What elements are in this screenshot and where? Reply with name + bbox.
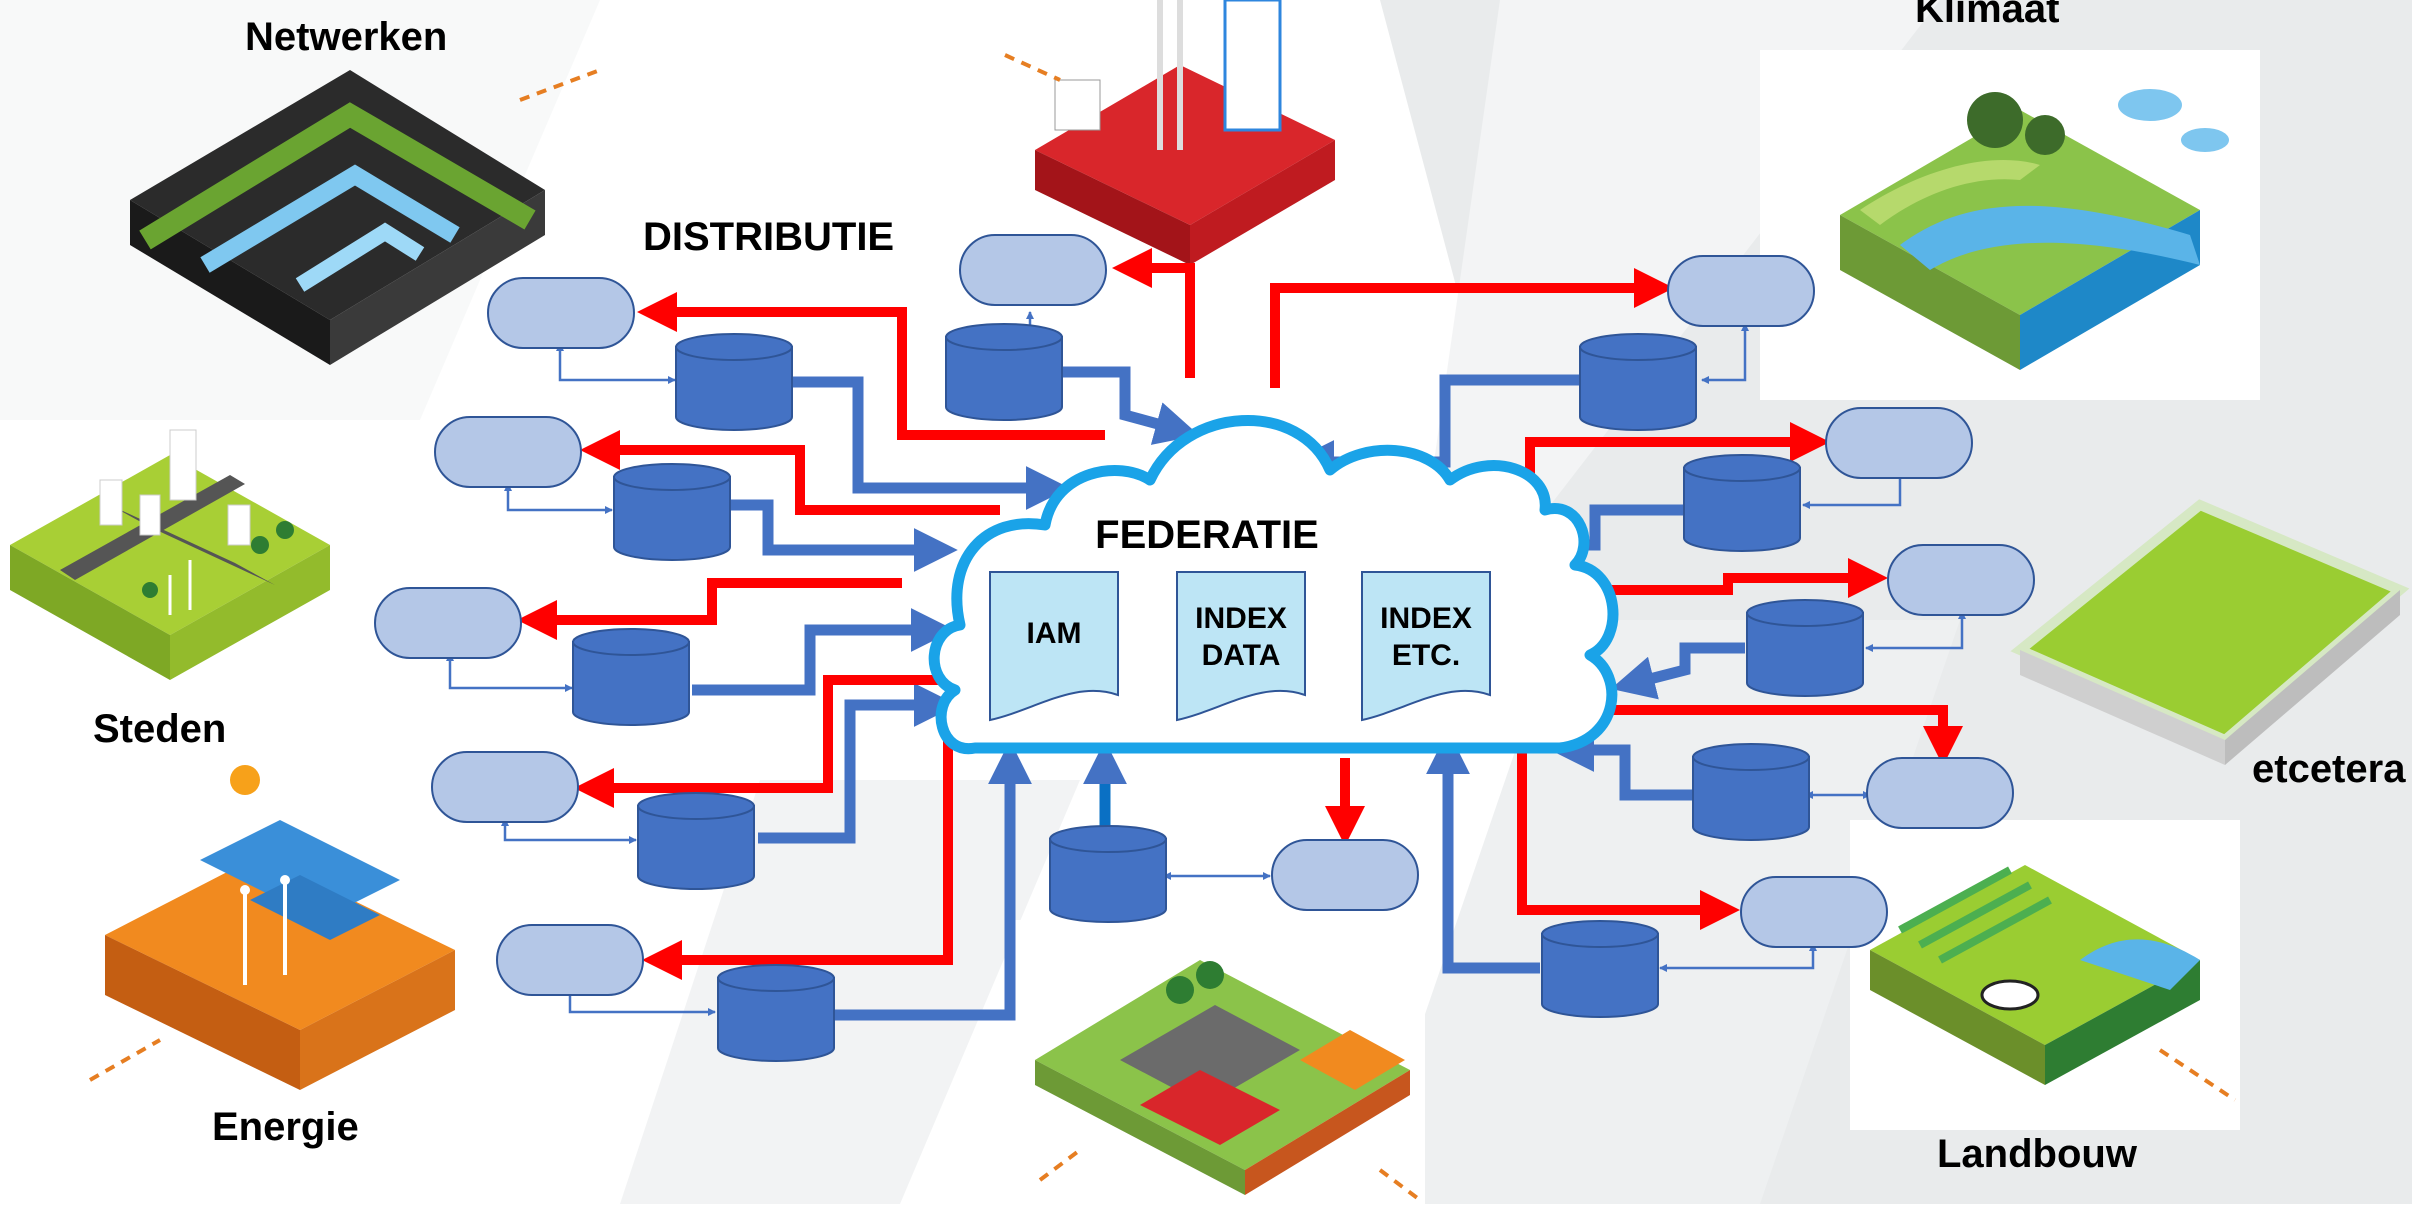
database-cylinder [1049, 825, 1167, 923]
node [1271, 839, 1419, 911]
node [496, 924, 644, 996]
network-tile-icon [130, 68, 601, 365]
document-index-etc-line2: ETC. [1392, 639, 1460, 672]
label-energie: Energie [212, 1105, 359, 1149]
node [1825, 407, 1973, 479]
document-index-data: INDEX DATA [1176, 571, 1306, 722]
flow-in-11 [1426, 730, 1540, 974]
node [1667, 255, 1815, 327]
solar-energy-tile-icon [89, 765, 455, 1090]
database-cylinder [1541, 920, 1659, 1018]
flow-in-3 [692, 608, 955, 696]
flow-in-1 [790, 376, 1070, 510]
document-iam-line1: IAM [1027, 617, 1082, 650]
flow-in-4 [758, 683, 958, 844]
agriculture-tile-icon [1870, 865, 2237, 1102]
node [434, 416, 582, 488]
flow-in-6 [1062, 366, 1200, 445]
dist-out-1 [637, 292, 1105, 440]
dist-out-2 [580, 430, 1000, 515]
label-steden: Steden [93, 707, 226, 751]
database-cylinder [613, 463, 731, 561]
node [1887, 544, 2035, 616]
green-slab-icon [2010, 499, 2410, 765]
label-landbouw: Landbouw [1937, 1132, 2138, 1176]
flow-in-9 [1610, 642, 1745, 700]
flow-in-2 [728, 499, 958, 572]
dist-out-6 [1112, 248, 1195, 378]
city-tile-icon [10, 429, 330, 680]
flow-in-10 [1550, 728, 1693, 801]
database-cylinder [637, 792, 755, 890]
dist-out-7 [1270, 268, 1674, 388]
database-cylinder [572, 628, 690, 726]
dist-out-3 [517, 578, 902, 640]
document-iam: IAM [989, 571, 1119, 722]
telecom-tile-icon [1004, 0, 1335, 265]
node [374, 587, 522, 659]
nodes [374, 234, 2035, 996]
databases [572, 323, 1864, 1062]
document-index-data-line2: DATA [1202, 639, 1281, 672]
node [431, 751, 579, 823]
thin-connectors [446, 311, 1966, 1016]
label-etcetera: etcetera [2252, 747, 2406, 791]
dist-out-9 [1563, 558, 1888, 598]
dist-out-12 [1517, 748, 1740, 930]
node [487, 277, 635, 349]
database-cylinder [1683, 454, 1801, 552]
land-use-tile-icon [1035, 960, 1422, 1202]
database-cylinder [1746, 599, 1864, 697]
database-cylinder [675, 333, 793, 431]
document-index-data-line1: INDEX [1195, 602, 1287, 635]
node [1866, 757, 2014, 829]
database-cylinder [1579, 333, 1697, 431]
database-cylinder [945, 323, 1063, 421]
label-netwerken: Netwerken [245, 15, 447, 59]
dist-out-10 [1590, 705, 1963, 766]
document-index-etc: INDEX ETC. [1361, 571, 1491, 722]
flow-in-5 [835, 740, 1032, 1021]
node [959, 234, 1107, 306]
dist-out-5 [642, 735, 953, 980]
climate-tile-icon [1840, 89, 2229, 370]
database-cylinder [1692, 743, 1810, 841]
node [1740, 876, 1888, 948]
label-distributie: DISTRIBUTIE [643, 215, 894, 259]
label-klimaat: Klimaat [1915, 0, 2060, 31]
document-index-etc-line1: INDEX [1380, 602, 1472, 635]
dist-out-4 [574, 675, 948, 808]
database-cylinder [717, 964, 835, 1062]
federatie-title: FEDERATIE [1095, 513, 1319, 557]
